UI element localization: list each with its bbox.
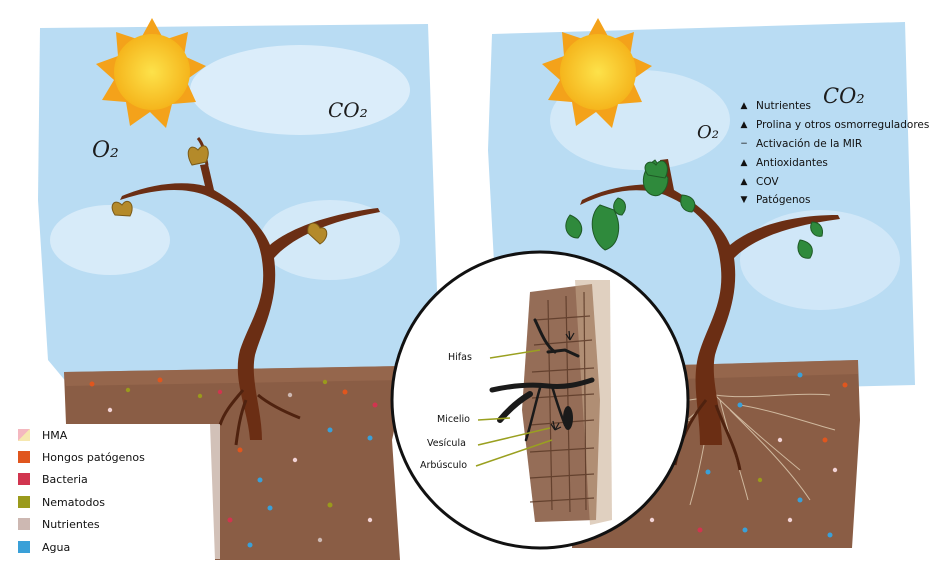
up-arrow-icon: ▲ <box>738 158 750 168</box>
swatch <box>18 496 30 508</box>
root-magnifier <box>392 252 688 548</box>
legend-item-hongos-patogenos: Hongos patógenos <box>18 448 145 466</box>
down-arrow-icon: ▼ <box>738 195 750 205</box>
legend-label: Agua <box>42 541 70 554</box>
swatch <box>18 541 30 553</box>
swatch <box>18 473 30 485</box>
up-arrow-icon: ▲ <box>738 101 750 111</box>
effect-label: Activación de la MIR <box>756 138 862 150</box>
effect-item: −Activación de la MIR <box>738 136 862 152</box>
left-co2-label: CO₂ <box>328 98 368 122</box>
vesicle <box>563 406 573 430</box>
legend-label: HMA <box>42 429 67 442</box>
left-cloud <box>50 205 170 275</box>
left-cloud <box>190 45 410 135</box>
legend-item-hma: HMA <box>18 426 67 444</box>
right-co2-label: CO₂ <box>823 84 865 108</box>
effect-label: Patógenos <box>756 194 811 206</box>
legend-label: Nematodos <box>42 496 105 509</box>
effect-label: Antioxidantes <box>756 157 828 169</box>
up-arrow-icon: ▲ <box>738 177 750 187</box>
dash-icon: − <box>738 139 750 149</box>
legend-item-nematodos: Nematodos <box>18 493 105 511</box>
effect-item: ▼ Patógenos <box>738 192 811 208</box>
effect-label: COV <box>756 176 779 188</box>
legend-label: Hongos patógenos <box>42 451 145 464</box>
up-arrow-icon: ▲ <box>738 120 750 130</box>
effect-label: Nutrientes <box>756 100 811 112</box>
vesicula-label: Vesícula <box>427 438 466 449</box>
effect-label: Prolina y otros osmorreguladores <box>756 119 929 131</box>
legend-label: Nutrientes <box>42 518 100 531</box>
right-o2-label: O₂ <box>697 122 719 143</box>
legend-item-agua: Agua <box>18 538 70 556</box>
micelio-label: Micelio <box>437 414 470 425</box>
legend: HMA Hongos patógenos Bacteria Nematodos … <box>12 424 220 559</box>
hma-swatch <box>18 429 30 441</box>
left-o2-label: O₂ <box>92 138 119 163</box>
legend-label: Bacteria <box>42 473 88 486</box>
effect-item: ▲ Antioxidantes <box>738 155 828 171</box>
legend-item-nutrientes: Nutrientes <box>18 515 100 533</box>
legend-item-bacteria: Bacteria <box>18 470 88 488</box>
swatch <box>18 451 30 463</box>
effect-item: ▲ Prolina y otros osmorreguladores <box>738 117 929 133</box>
effect-item: ▲ Nutrientes <box>738 98 811 114</box>
hifas-label: Hifas <box>448 352 472 363</box>
swatch <box>18 518 30 530</box>
arbusculo-label: Arbúsculo <box>420 460 467 471</box>
effect-item: ▲ COV <box>738 174 779 190</box>
